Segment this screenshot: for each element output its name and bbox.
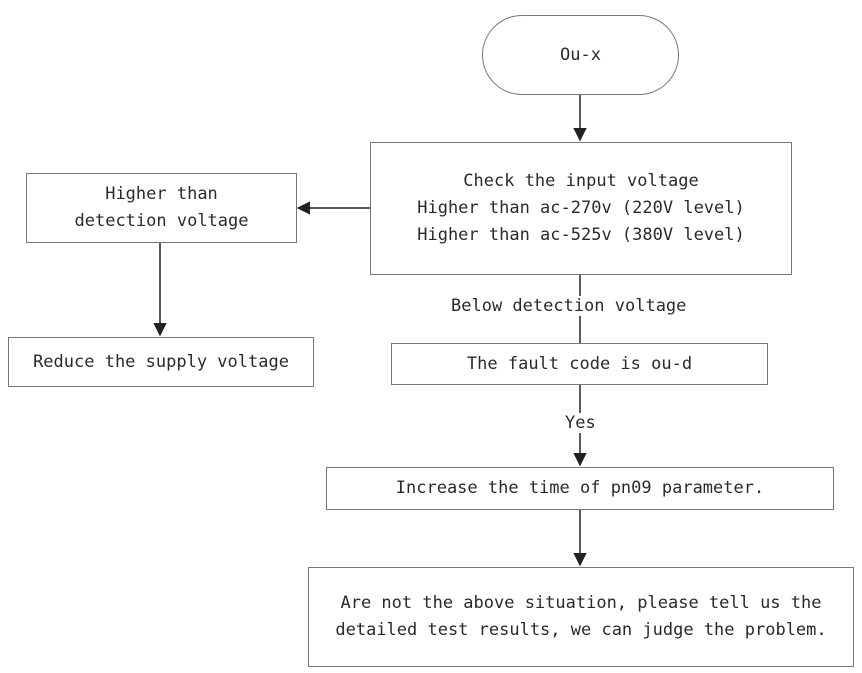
yes-label: Yes [561, 413, 600, 433]
higher-voltage-node: Higher than detection voltage [26, 173, 297, 243]
fault-code-node: The fault code is ou-d [391, 343, 768, 385]
fault-label: The fault code is ou-d [466, 353, 693, 374]
other-situation-node: Are not the above situation, please tell… [308, 567, 854, 667]
increase-label: Increase the time of pn09 parameter. [395, 478, 765, 498]
start-label: Ou-x [560, 44, 601, 65]
check-line-3: Higher than ac-525v (380V level) [417, 225, 745, 245]
reduce-voltage-node: Reduce the supply voltage [8, 337, 314, 387]
below-detection-label: Below detection voltage [447, 296, 691, 316]
other-line-1: Are not the above situation, please tell… [340, 593, 822, 613]
reduce-label: Reduce the supply voltage [33, 351, 289, 372]
higher-line-2: detection voltage [74, 211, 249, 231]
start-node: Ou-x [482, 15, 679, 95]
check-voltage-node: Check the input voltage Higher than ac-2… [370, 142, 792, 275]
other-line-2: detailed test results, we can judge the … [335, 620, 827, 640]
increase-time-node: Increase the time of pn09 parameter. [326, 467, 834, 510]
check-line-1: Check the input voltage [463, 171, 699, 191]
check-line-2: Higher than ac-270v (220V level) [417, 198, 745, 218]
higher-line-1: Higher than [105, 184, 218, 204]
